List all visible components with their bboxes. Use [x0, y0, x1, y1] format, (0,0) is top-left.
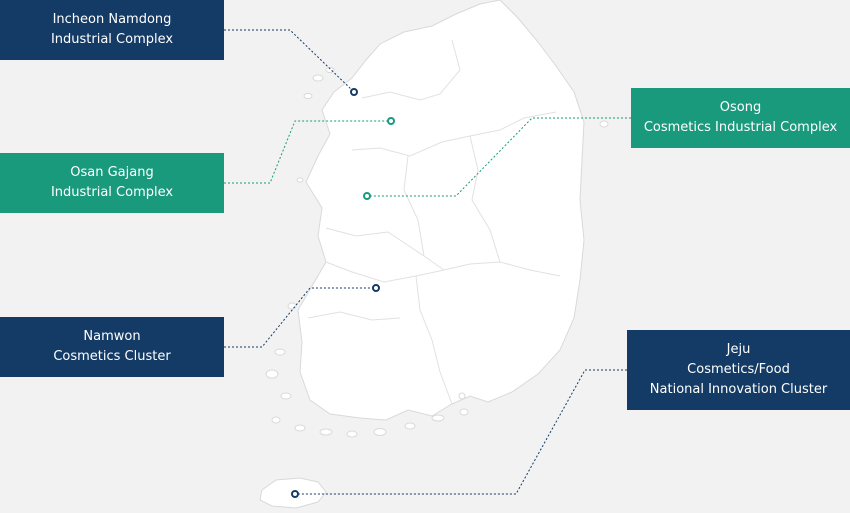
label-line: Jeju	[726, 342, 751, 357]
label-line: Cosmetics/Food	[687, 362, 790, 377]
leader-line-incheon	[224, 29, 355, 93]
marker-namwon[interactable]	[372, 284, 380, 292]
leader-line-namwon	[224, 287, 376, 348]
label-line: Industrial Complex	[50, 185, 174, 200]
marker-osong[interactable]	[363, 192, 371, 200]
label-line: Incheon Namdong	[52, 12, 172, 27]
leader-line-osan	[224, 120, 391, 184]
label-line: National Innovation Cluster	[649, 382, 828, 397]
marker-incheon[interactable]	[350, 88, 358, 96]
mainland-outline	[297, 0, 585, 421]
label-namwon[interactable]: Namwon Cosmetics Cluster	[0, 317, 224, 377]
label-line: Osong	[719, 100, 762, 115]
leader-line-osong	[367, 117, 631, 197]
label-line: Osan Gajang	[70, 165, 154, 180]
label-jeju[interactable]: Jeju Cosmetics/Food National Innovation …	[627, 330, 850, 410]
label-incheon-namdong[interactable]: Incheon Namdong Industrial Complex	[0, 0, 224, 60]
label-line: Namwon	[83, 329, 141, 344]
label-line: Cosmetics Cluster	[53, 349, 171, 364]
label-osong[interactable]: Osong Cosmetics Industrial Complex	[631, 88, 850, 148]
marker-jeju[interactable]	[291, 490, 299, 498]
label-line: Industrial Complex	[50, 32, 174, 47]
province-borders	[307, 39, 561, 405]
label-line: Cosmetics Industrial Complex	[643, 120, 838, 135]
label-osan-gajang[interactable]: Osan Gajang Industrial Complex	[0, 153, 224, 213]
leader-line-jeju	[295, 369, 627, 495]
marker-osan[interactable]	[387, 117, 395, 125]
